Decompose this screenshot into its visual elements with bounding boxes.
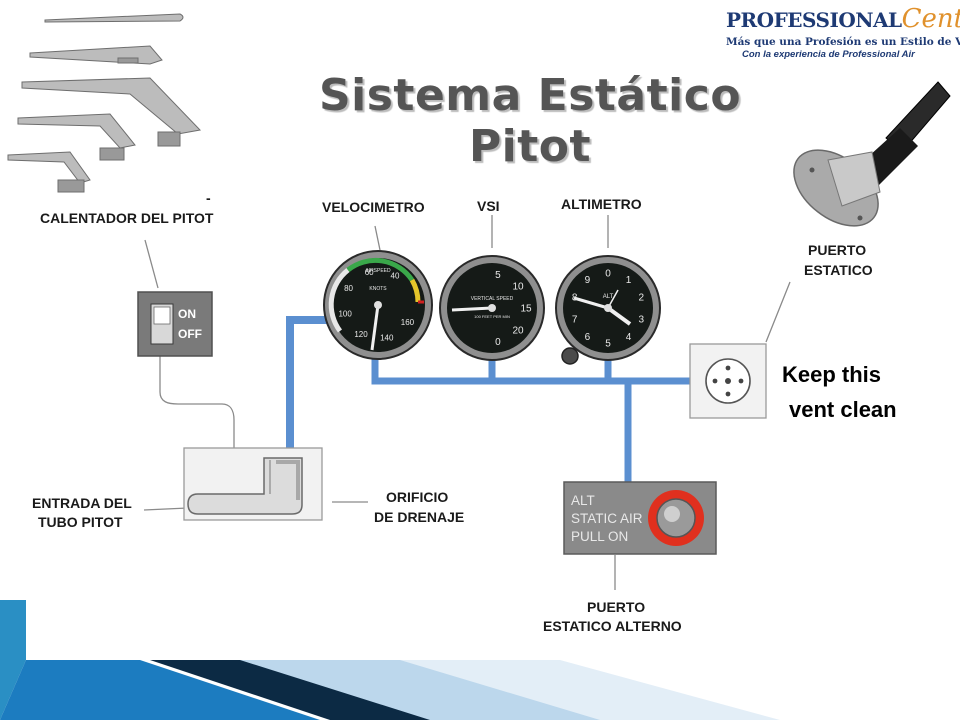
static-port-label-1: PUERTO xyxy=(808,242,867,258)
page-title: Sistema Estático Pitot xyxy=(318,70,742,172)
airspeed-label: VELOCIMETRO xyxy=(322,199,425,215)
vsi-tick-15: 15 xyxy=(520,304,532,315)
pitot-probes-illustration xyxy=(7,13,202,193)
airspeed-tick-100: 100 xyxy=(338,310,352,319)
altimeter-tick-3: 3 xyxy=(639,314,645,325)
altimeter-tick-7: 7 xyxy=(572,314,578,325)
airspeed-tick-140: 140 xyxy=(380,334,394,343)
switch-off-label: OFF xyxy=(178,327,202,341)
heater-label: CALENTADOR DEL PITOT xyxy=(40,210,214,226)
altimeter-tick-8: 8 xyxy=(572,293,578,304)
airspeed-tick-60: 60 xyxy=(365,268,374,277)
brand-script: Center xyxy=(901,4,960,34)
alt-port-label-1: PUERTO xyxy=(587,599,646,615)
pitot-inlet-label-2: TUBO PITOT xyxy=(38,514,123,530)
altimeter-tick-0: 0 xyxy=(605,269,611,280)
vent-note-line-1: Keep this xyxy=(782,362,882,387)
heater-switch xyxy=(137,291,213,357)
static-line xyxy=(371,356,694,486)
pitot-line xyxy=(286,316,330,462)
altimeter-tick-9: 9 xyxy=(585,275,591,286)
drain-label-2: DE DRENAJE xyxy=(374,509,465,525)
brand-name: PROFESSIONAL xyxy=(726,8,902,32)
airspeed-face-unit: KNOTS xyxy=(369,286,387,292)
vsi-tick-20: 20 xyxy=(512,325,524,336)
altimeter-tick-2: 2 xyxy=(639,293,645,304)
alt-air-line-2: STATIC AIR xyxy=(571,511,643,526)
static-port-label-2: ESTATICO xyxy=(804,262,873,278)
airspeed-tick-40: 40 xyxy=(391,271,400,280)
alternate-static-panel xyxy=(563,481,717,555)
alt-air-line-1: ALT xyxy=(571,493,595,508)
heater-dash: - xyxy=(206,190,211,206)
altimeter-tick-1: 1 xyxy=(626,275,632,286)
alt-port-label-2: ESTATICO ALTERNO xyxy=(543,618,682,634)
vsi-face-title: VERTICAL SPEED xyxy=(471,296,514,302)
airspeed-indicator xyxy=(323,250,433,360)
altimeter-tick-5: 5 xyxy=(605,339,611,350)
vsi-tick-10: 10 xyxy=(512,282,524,293)
altimeter-label: ALTIMETRO xyxy=(561,196,642,212)
vent-note-line-2: vent clean xyxy=(789,397,897,422)
airspeed-tick-160: 160 xyxy=(401,318,415,327)
altimeter-tick-4: 4 xyxy=(626,332,632,343)
drain-label-1: ORIFICIO xyxy=(386,489,449,505)
vsi-label: VSI xyxy=(477,198,500,214)
vsi-face-sub: 100 FEET PER MIN xyxy=(474,314,510,319)
alt-air-line-3: PULL ON xyxy=(571,529,629,544)
altimeter xyxy=(555,255,661,365)
brand-logo: PROFESSIONALCenter® Más que una Profesió… xyxy=(726,4,960,60)
switch-on-label: ON xyxy=(178,307,196,321)
static-port-illustration xyxy=(793,81,951,227)
vsi-indicator xyxy=(439,255,545,361)
airspeed-tick-80: 80 xyxy=(344,284,353,293)
pitot-inlet-label-1: ENTRADA DEL xyxy=(32,495,132,511)
brand-tagline: Más que una Profesión es un Estilo de Vi… xyxy=(726,36,960,48)
vsi-tick-5: 5 xyxy=(495,270,501,281)
pitot-tube xyxy=(183,447,323,521)
airspeed-face-title: AIRSPEED xyxy=(365,268,391,274)
altimeter-face-title: ALT xyxy=(603,294,614,300)
brand-subline: Con la experiencia de Professional Air xyxy=(742,49,915,60)
airspeed-tick-120: 120 xyxy=(354,330,368,339)
vsi-tick-0: 0 xyxy=(495,337,501,348)
static-port-plate xyxy=(689,343,767,419)
altimeter-tick-6: 6 xyxy=(585,332,591,343)
